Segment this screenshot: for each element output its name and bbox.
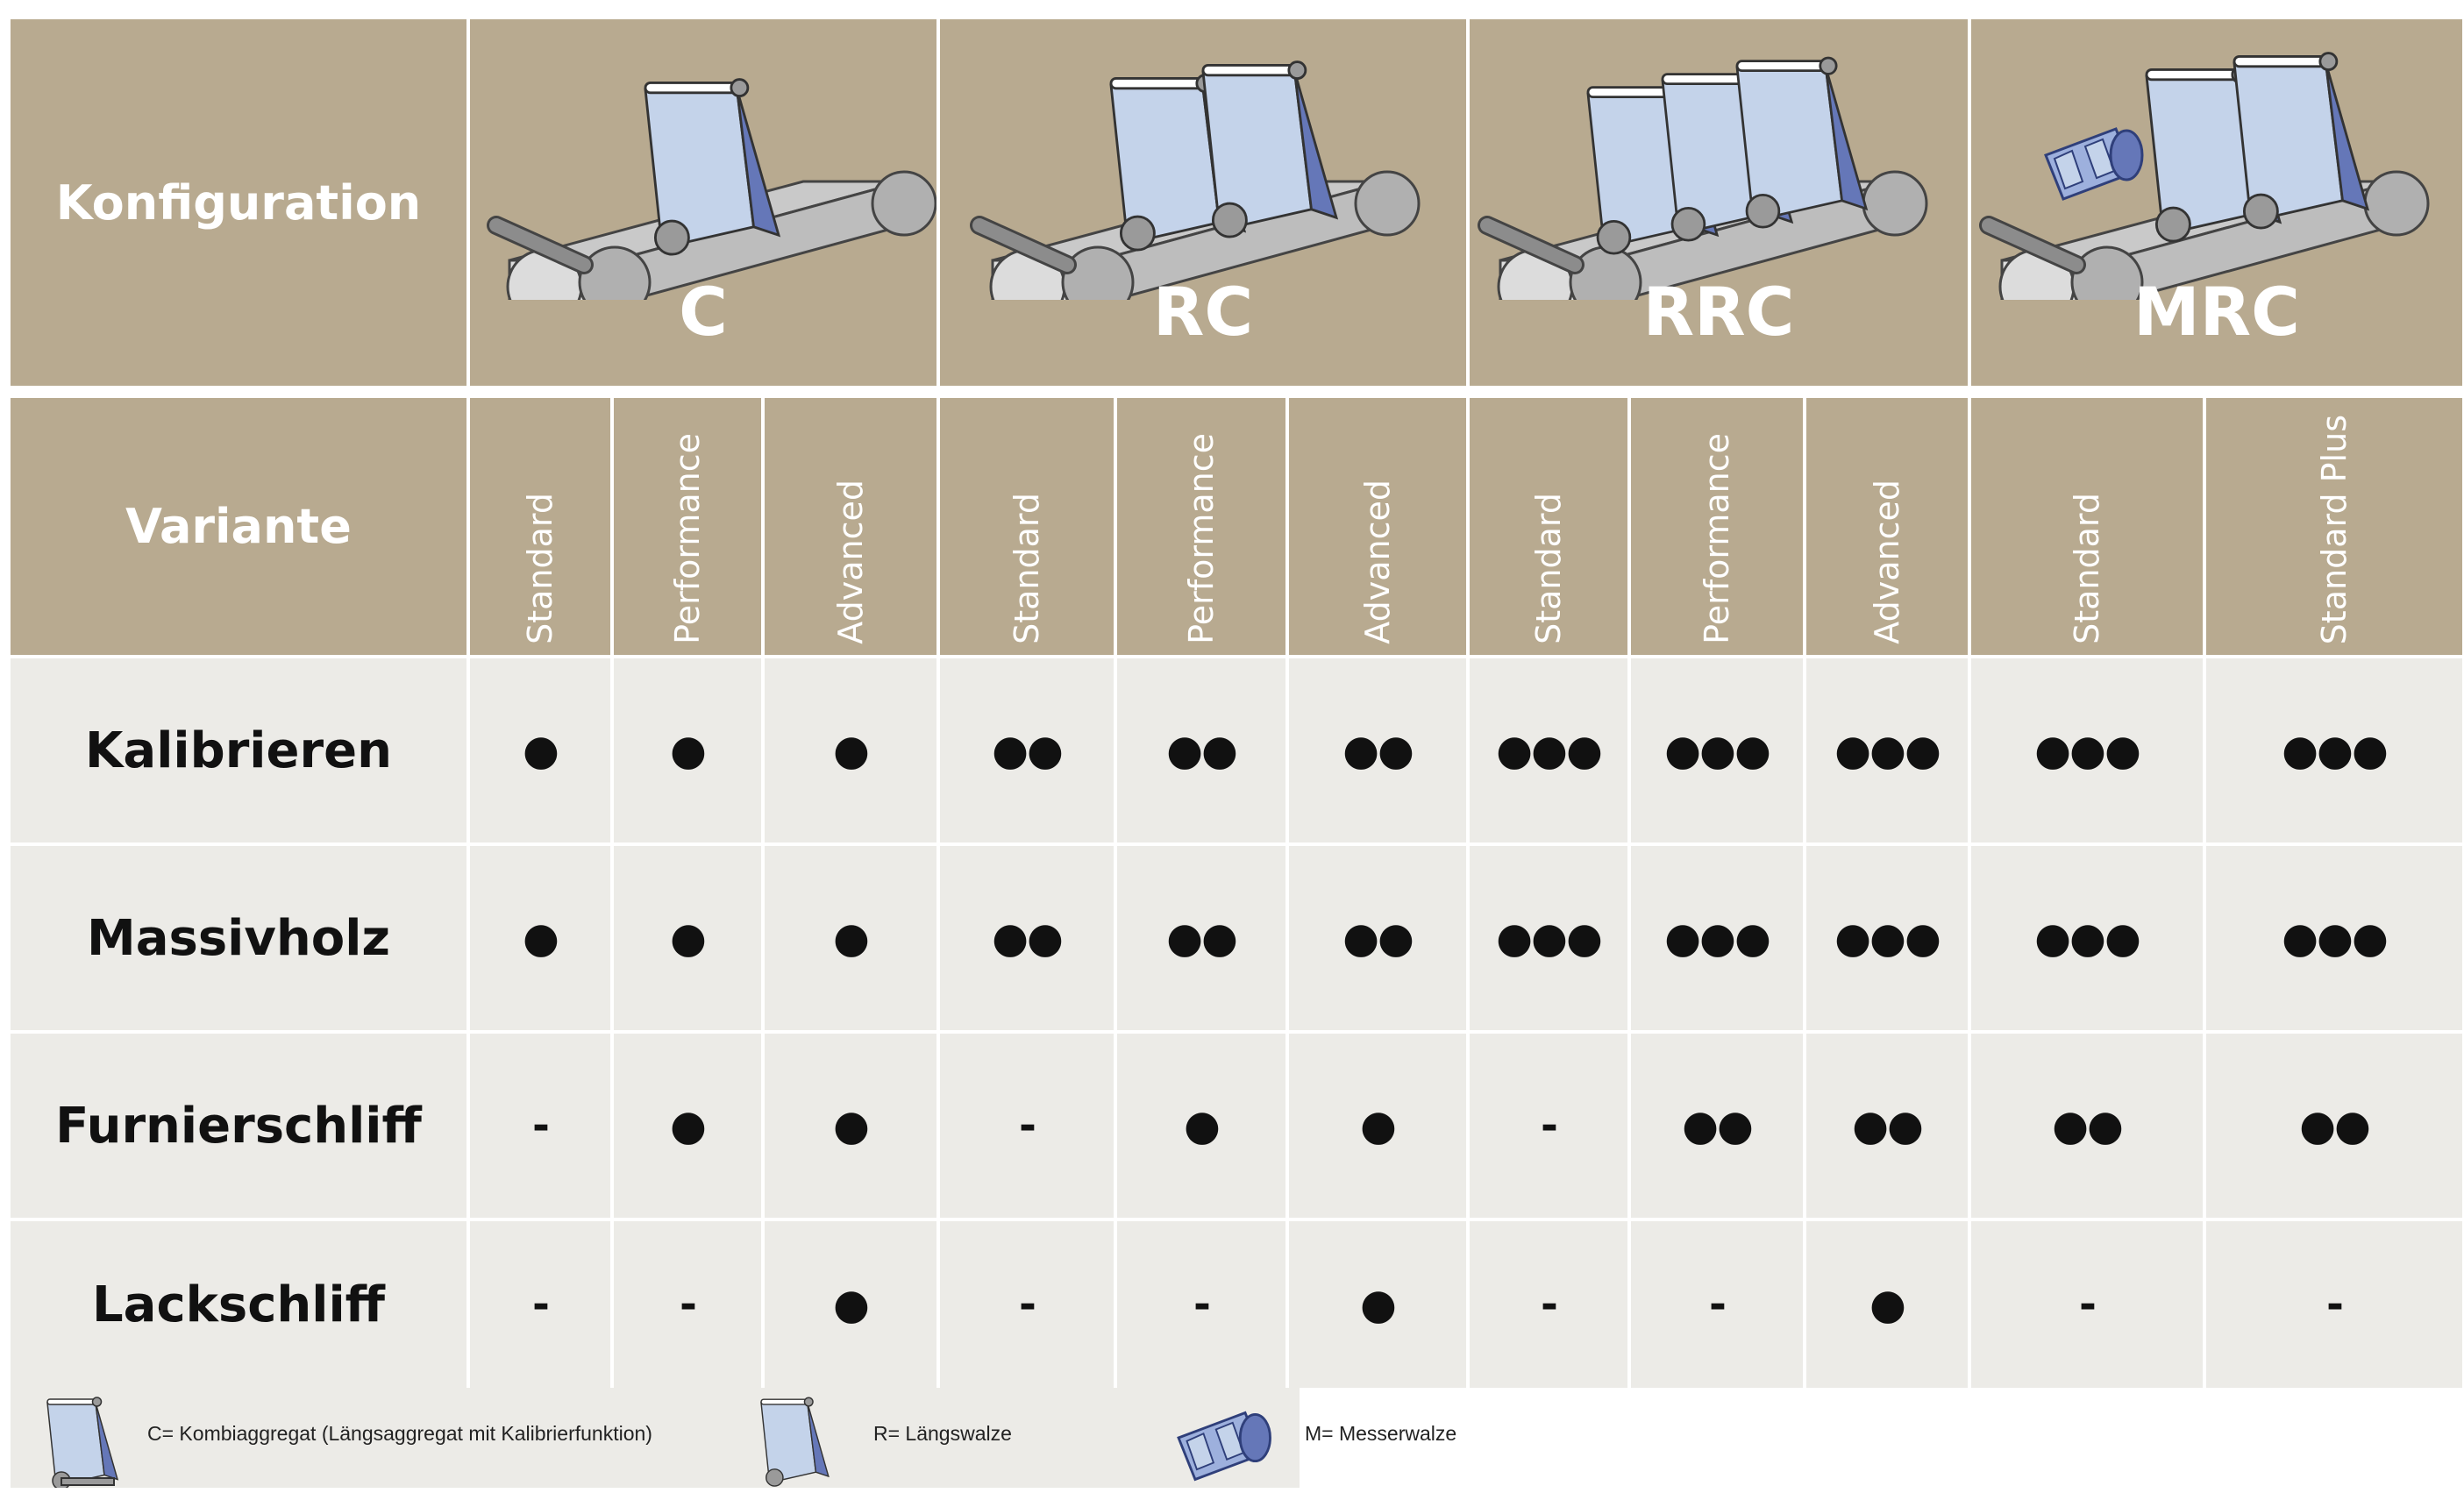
rating-cell: ●	[1117, 1034, 1285, 1218]
rating-cell: ●●	[1289, 658, 1466, 842]
legend-text-knife: M= Messerwalze	[1305, 1422, 1457, 1445]
rating-cell: ●●●	[2206, 846, 2462, 1030]
rating-cell: ●	[614, 1034, 761, 1218]
rating-cell: ●	[470, 658, 610, 842]
rating-cell: -	[614, 1221, 761, 1388]
variant-c-advanced: Advanced	[765, 398, 936, 655]
rating-cell: ●	[765, 1221, 936, 1388]
config-mrc: MRC	[1971, 19, 2462, 386]
rating-cell: ●	[1289, 1221, 1466, 1388]
config-rc-illustration	[940, 60, 1466, 300]
rating-cell: -	[940, 1034, 1114, 1218]
legend-text-combi: C= Kombiaggregat (Längsaggregat mit Kali…	[147, 1422, 652, 1445]
variant-header-label: Variante	[11, 398, 466, 655]
rating-cell: -	[1117, 1221, 1285, 1388]
variant-rrc-performance: Performance	[1631, 398, 1803, 655]
rating-cell: -	[1971, 1221, 2203, 1388]
config-code-mrc: MRC	[2133, 273, 2300, 351]
rating-cell: ●●	[1117, 846, 1285, 1030]
rating-cell: -	[2206, 1221, 2462, 1388]
knife-roller-icon	[1177, 1411, 1271, 1481]
rating-cell: ●●	[1117, 658, 1285, 842]
rating-cell: ●●●	[1971, 846, 2203, 1030]
rating-cell: ●●	[940, 846, 1114, 1030]
variant-rc-performance: Performance	[1117, 398, 1285, 655]
combi-unit-icon	[46, 1397, 118, 1488]
rating-cell: -	[1470, 1034, 1627, 1218]
rating-cell: ●	[470, 846, 610, 1030]
rating-cell: ●	[1289, 1034, 1466, 1218]
rating-cell: -	[1631, 1221, 1803, 1388]
config-header-label: Konfiguration	[11, 19, 466, 386]
row-label-kalibrieren: Kalibrieren	[11, 658, 466, 842]
rating-cell: ●	[765, 658, 936, 842]
row-label-lackschliff: Lackschliff	[11, 1221, 466, 1388]
rating-cell: ●●●	[1470, 846, 1627, 1030]
rating-cell: ●●●	[2206, 658, 2462, 842]
config-rrc: RRC	[1470, 19, 1968, 386]
row-label-massivholz: Massivholz	[11, 846, 466, 1030]
rating-cell: ●●●	[1470, 658, 1627, 842]
variant-mrc-standard: Standard	[1971, 398, 2203, 655]
variant-c-performance: Performance	[614, 398, 761, 655]
variant-rrc-advanced: Advanced	[1806, 398, 1968, 655]
rating-cell: ●●	[940, 658, 1114, 842]
config-code-c: C	[679, 273, 728, 351]
config-rrc-illustration	[1470, 56, 1968, 300]
config-code-rc: RC	[1152, 273, 1254, 351]
rating-cell: ●	[765, 1034, 936, 1218]
legend-bar	[11, 1388, 1300, 1488]
rating-cell: -	[940, 1221, 1114, 1388]
rating-cell: ●	[1806, 1221, 1968, 1388]
config-rc: RC	[940, 19, 1466, 386]
row-label-furnierschliff: Furnierschliff	[11, 1034, 466, 1218]
rating-cell: ●●	[2206, 1034, 2462, 1218]
config-c-illustration	[470, 78, 936, 300]
variant-c-standard: Standard	[470, 398, 610, 655]
rating-cell: ●●	[1971, 1034, 2203, 1218]
longitudinal-roller-icon	[760, 1397, 830, 1487]
variant-rrc-standard: Standard	[1470, 398, 1627, 655]
rating-cell: ●●●	[1806, 846, 1968, 1030]
config-mrc-illustration	[1971, 52, 2462, 300]
rating-cell: ●●	[1806, 1034, 1968, 1218]
rating-cell: ●	[614, 658, 761, 842]
rating-cell: ●●	[1631, 1034, 1803, 1218]
rating-cell: ●●●	[1806, 658, 1968, 842]
config-code-rrc: RRC	[1642, 273, 1795, 351]
rating-cell: ●●●	[1631, 658, 1803, 842]
variant-rc-advanced: Advanced	[1289, 398, 1466, 655]
rating-cell: ●●	[1289, 846, 1466, 1030]
rating-cell: -	[470, 1221, 610, 1388]
variant-mrc-standard-plus: Standard Plus	[2206, 398, 2462, 655]
rating-cell: ●●●	[1631, 846, 1803, 1030]
variant-rc-standard: Standard	[940, 398, 1114, 655]
rating-cell: -	[470, 1034, 610, 1218]
rating-cell: ●	[765, 846, 936, 1030]
config-c: C	[470, 19, 936, 386]
legend-text-roller: R= Längswalze	[873, 1422, 1012, 1445]
rating-cell: ●	[614, 846, 761, 1030]
rating-cell: -	[1470, 1221, 1627, 1388]
rating-cell: ●●●	[1971, 658, 2203, 842]
